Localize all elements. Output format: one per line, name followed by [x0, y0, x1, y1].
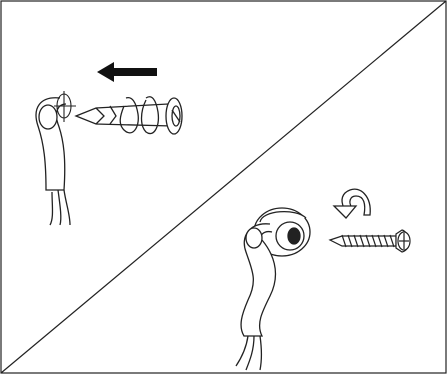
- installed-anchor: [253, 207, 311, 257]
- step-2-panel: [235, 188, 411, 371]
- counterclockwise-arrow-icon: [332, 188, 371, 219]
- wood-screw-icon: [328, 229, 411, 253]
- cable-loop-2: [235, 223, 277, 371]
- hole-crosshair: [54, 91, 76, 122]
- spiral-drywall-anchor-icon: [74, 96, 183, 135]
- cable-loop: [35, 97, 71, 226]
- step-1-panel: [35, 62, 183, 226]
- left-arrow-icon: [97, 62, 157, 82]
